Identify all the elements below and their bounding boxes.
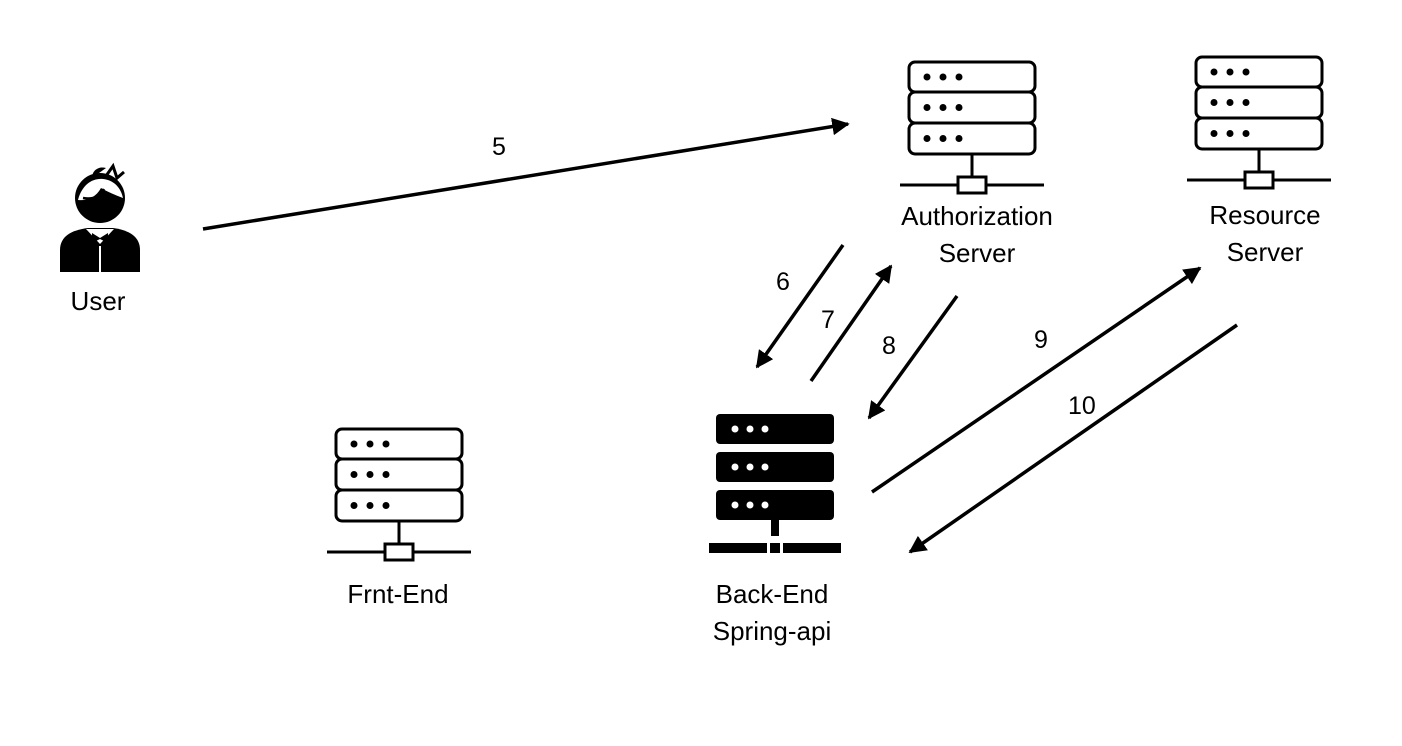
step-label-5: 5 [492,133,506,161]
user-icon [60,162,140,272]
backend-label-line-2: Spring-api [712,616,832,646]
resource-server-label-line-1: Resource [1209,200,1321,230]
backend-label-line-1: Back-End [715,579,829,609]
user-label: User [70,286,126,316]
step-label-10: 10 [1068,392,1096,420]
arrow-step-8 [867,294,959,420]
auth-server-label: Authorization Server [867,198,1087,272]
resource-server-label-line-2: Server [1226,237,1304,267]
step-label-6: 6 [776,268,790,296]
arrow-step-5 [202,117,850,231]
arrow-step-6 [755,243,845,369]
arrow-step-10 [908,323,1238,554]
step-label-8: 8 [882,332,896,360]
step-label-7: 7 [821,306,835,334]
arrow-step-9 [871,266,1202,494]
auth-server-label-line-1: Authorization [901,201,1053,231]
auth-server-label-line-2: Server [938,238,1016,268]
backend-label: Back-End Spring-api [682,576,862,650]
step-label-9: 9 [1034,326,1048,354]
frontend-label: Frnt-End [347,579,449,609]
resource-server-label: Resource Server [1170,197,1360,271]
arrow-step-7 [809,264,893,382]
